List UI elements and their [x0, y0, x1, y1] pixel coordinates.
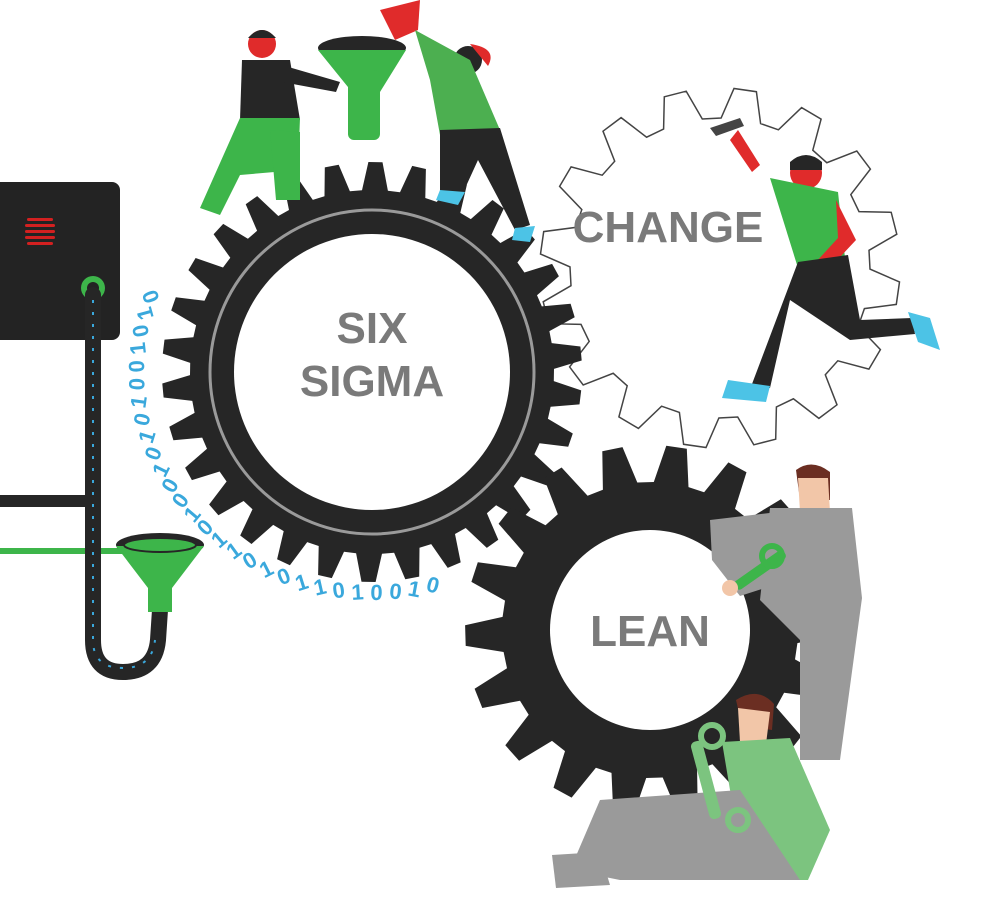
cable — [85, 287, 168, 681]
binary-digit: 1 — [133, 427, 160, 446]
figure-running-man — [710, 118, 940, 402]
figure-seated-worker — [552, 693, 830, 888]
green-pipe — [0, 548, 140, 554]
figure-climber — [200, 30, 340, 215]
binary-digit: 0 — [331, 577, 347, 603]
change-label: CHANGE — [573, 203, 764, 252]
machine — [0, 182, 168, 681]
sigma-label: SIGMA — [300, 357, 444, 406]
binary-digit: 0 — [273, 562, 294, 590]
binary-digit: 0 — [128, 411, 155, 428]
binary-digit: 1 — [131, 304, 158, 322]
binary-digit: 0 — [370, 580, 383, 605]
binary-digit: 1 — [125, 394, 151, 410]
funnel-icon — [116, 533, 204, 612]
six-label: SIX — [337, 304, 408, 353]
lean-label: LEAN — [590, 607, 710, 656]
figure-girl — [380, 0, 535, 242]
wrench-icon-2 — [690, 722, 751, 833]
binary-digit: 0 — [124, 360, 149, 373]
binary-digit: 1 — [406, 576, 423, 603]
machine-box — [0, 182, 120, 340]
binary-digit: 0 — [124, 377, 150, 391]
six-sigma-gear: SIX SIGMA — [162, 162, 582, 582]
binary-digit: 1 — [125, 341, 151, 356]
binary-digit: 0 — [388, 578, 403, 604]
binary-digit: 0 — [137, 287, 165, 307]
binary-digit: 0 — [424, 571, 442, 598]
binary-digit: 0 — [127, 323, 154, 340]
figure-gray-worker — [710, 464, 862, 760]
figure-green-helper — [348, 70, 380, 140]
binary-digit: 1 — [311, 574, 328, 601]
wrench-icon — [734, 543, 786, 590]
speaker-grill-icon — [25, 218, 55, 245]
binary-digit: 1 — [351, 579, 365, 605]
binary-digit: 1 — [292, 569, 311, 597]
